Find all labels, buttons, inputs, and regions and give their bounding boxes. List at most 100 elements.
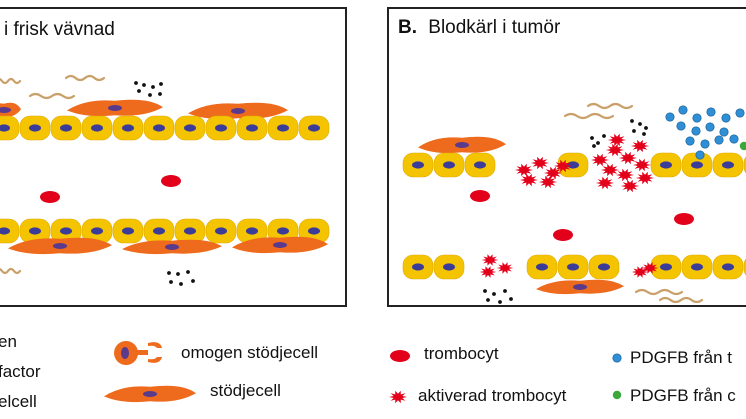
cell-nucleus <box>153 124 165 132</box>
endothelial-cell <box>298 115 330 141</box>
cell-nucleus <box>91 124 103 132</box>
panel-b-heading: Blodkärl i tumör <box>428 17 561 38</box>
collagen-fiber <box>658 296 704 304</box>
legend-immature-pericyte-label: omogen stödjecell <box>181 343 318 362</box>
legend-left-item-3: elcell <box>0 392 37 411</box>
activated-platelet <box>519 173 539 187</box>
cell-nucleus <box>660 263 672 271</box>
collagen-fiber <box>28 92 76 100</box>
pericyte-nucleus <box>0 107 11 113</box>
activated-platelet <box>530 156 550 170</box>
activated-platelet <box>595 176 615 190</box>
endothelial-cell <box>174 115 206 141</box>
pericyte-nucleus <box>165 244 179 250</box>
activated-platelet <box>607 133 627 147</box>
cell-nucleus <box>308 124 320 132</box>
pericyte-nucleus <box>455 142 469 148</box>
immature-pericyte-icon <box>114 341 162 365</box>
pericyte <box>0 102 21 117</box>
growth-factor-dots <box>167 270 195 286</box>
platelet <box>390 350 410 362</box>
cell-nucleus <box>29 227 41 235</box>
activated-platelet <box>615 168 635 182</box>
pericyte-nucleus <box>231 108 245 114</box>
collagen-fiber <box>0 77 22 85</box>
cell-nucleus <box>60 227 72 235</box>
activated-platelet <box>605 143 625 157</box>
cell-nucleus <box>567 263 579 271</box>
endothelial-cell <box>402 152 434 178</box>
endothelial-cell <box>712 152 744 178</box>
pericyte <box>122 239 222 255</box>
legend-pdgfb-2-label: PDGFB från c <box>630 386 736 405</box>
panel-b-letter: B. <box>398 17 417 38</box>
endothelial-cell <box>236 115 268 141</box>
activated-platelet <box>514 163 534 177</box>
endothelial-cell <box>650 152 682 178</box>
pdgfb-blue-dot <box>692 113 702 123</box>
pericyte <box>67 99 163 117</box>
endothelial-cell <box>143 115 175 141</box>
cell-nucleus <box>412 263 424 271</box>
endothelial-cell <box>526 254 558 280</box>
cell-nucleus <box>122 227 134 235</box>
endothelial-cell <box>433 254 465 280</box>
cell-nucleus <box>153 227 165 235</box>
pdgfb-blue-dot <box>665 112 675 122</box>
endothelial-cell <box>19 218 51 244</box>
cell-nucleus <box>215 227 227 235</box>
collagen-fiber <box>634 288 684 296</box>
panel-a-frame <box>0 7 347 307</box>
activated-platelet <box>590 153 610 167</box>
pericyte-nucleus <box>108 105 122 111</box>
pdgfb-blue-dot <box>700 139 710 149</box>
pdgfb-blue-dot <box>691 126 701 136</box>
panel-b-illustration <box>402 102 746 304</box>
endothelial-cell <box>205 115 237 141</box>
endothelial-cell <box>19 115 51 141</box>
platelet <box>161 175 181 187</box>
activated-platelet <box>538 175 558 189</box>
pdgfb-blue-dot <box>735 108 745 118</box>
legend-activated-platelet-label: aktiverad trombocyt <box>418 386 567 405</box>
endothelial-cell <box>712 254 744 280</box>
endothelial-cell <box>112 115 144 141</box>
pericyte <box>104 385 196 403</box>
legend-pericyte-label: stödjecell <box>210 381 281 400</box>
pdgfb-blue-dot <box>721 113 731 123</box>
endothelial-cell <box>402 254 434 280</box>
pdgfb-blue-dot <box>719 127 729 137</box>
endothelial-cell <box>464 152 496 178</box>
panel-a-illustration <box>0 74 330 286</box>
cell-nucleus <box>246 227 258 235</box>
endothelial-cell <box>205 218 237 244</box>
endothelial-cell <box>433 152 465 178</box>
activated-platelet <box>553 159 573 173</box>
platelet <box>470 190 490 202</box>
activated-platelet <box>630 139 650 153</box>
cell-nucleus <box>412 161 424 169</box>
activated-platelet <box>618 151 638 165</box>
cell-nucleus <box>184 227 196 235</box>
cell-nucleus <box>29 124 41 132</box>
pericyte <box>418 136 506 154</box>
activated-platelet <box>481 254 499 266</box>
pdgfb-blue-dot <box>685 136 695 146</box>
cell-nucleus <box>598 263 610 271</box>
activated-platelet <box>631 266 649 278</box>
cell-nucleus <box>567 161 579 169</box>
cell-nucleus <box>660 161 672 169</box>
cell-nucleus <box>277 124 289 132</box>
growth-factor-dots <box>590 119 648 148</box>
endothelial-cell <box>681 152 713 178</box>
activated-platelet <box>641 262 659 274</box>
endothelial-cell <box>557 254 589 280</box>
cell-nucleus <box>0 227 10 235</box>
pericyte <box>188 102 288 120</box>
endothelial-cell <box>650 254 682 280</box>
legend-symbols <box>104 341 622 404</box>
activated-platelet <box>496 262 514 274</box>
cell-nucleus <box>443 263 455 271</box>
pericyte-nucleus <box>273 242 287 248</box>
